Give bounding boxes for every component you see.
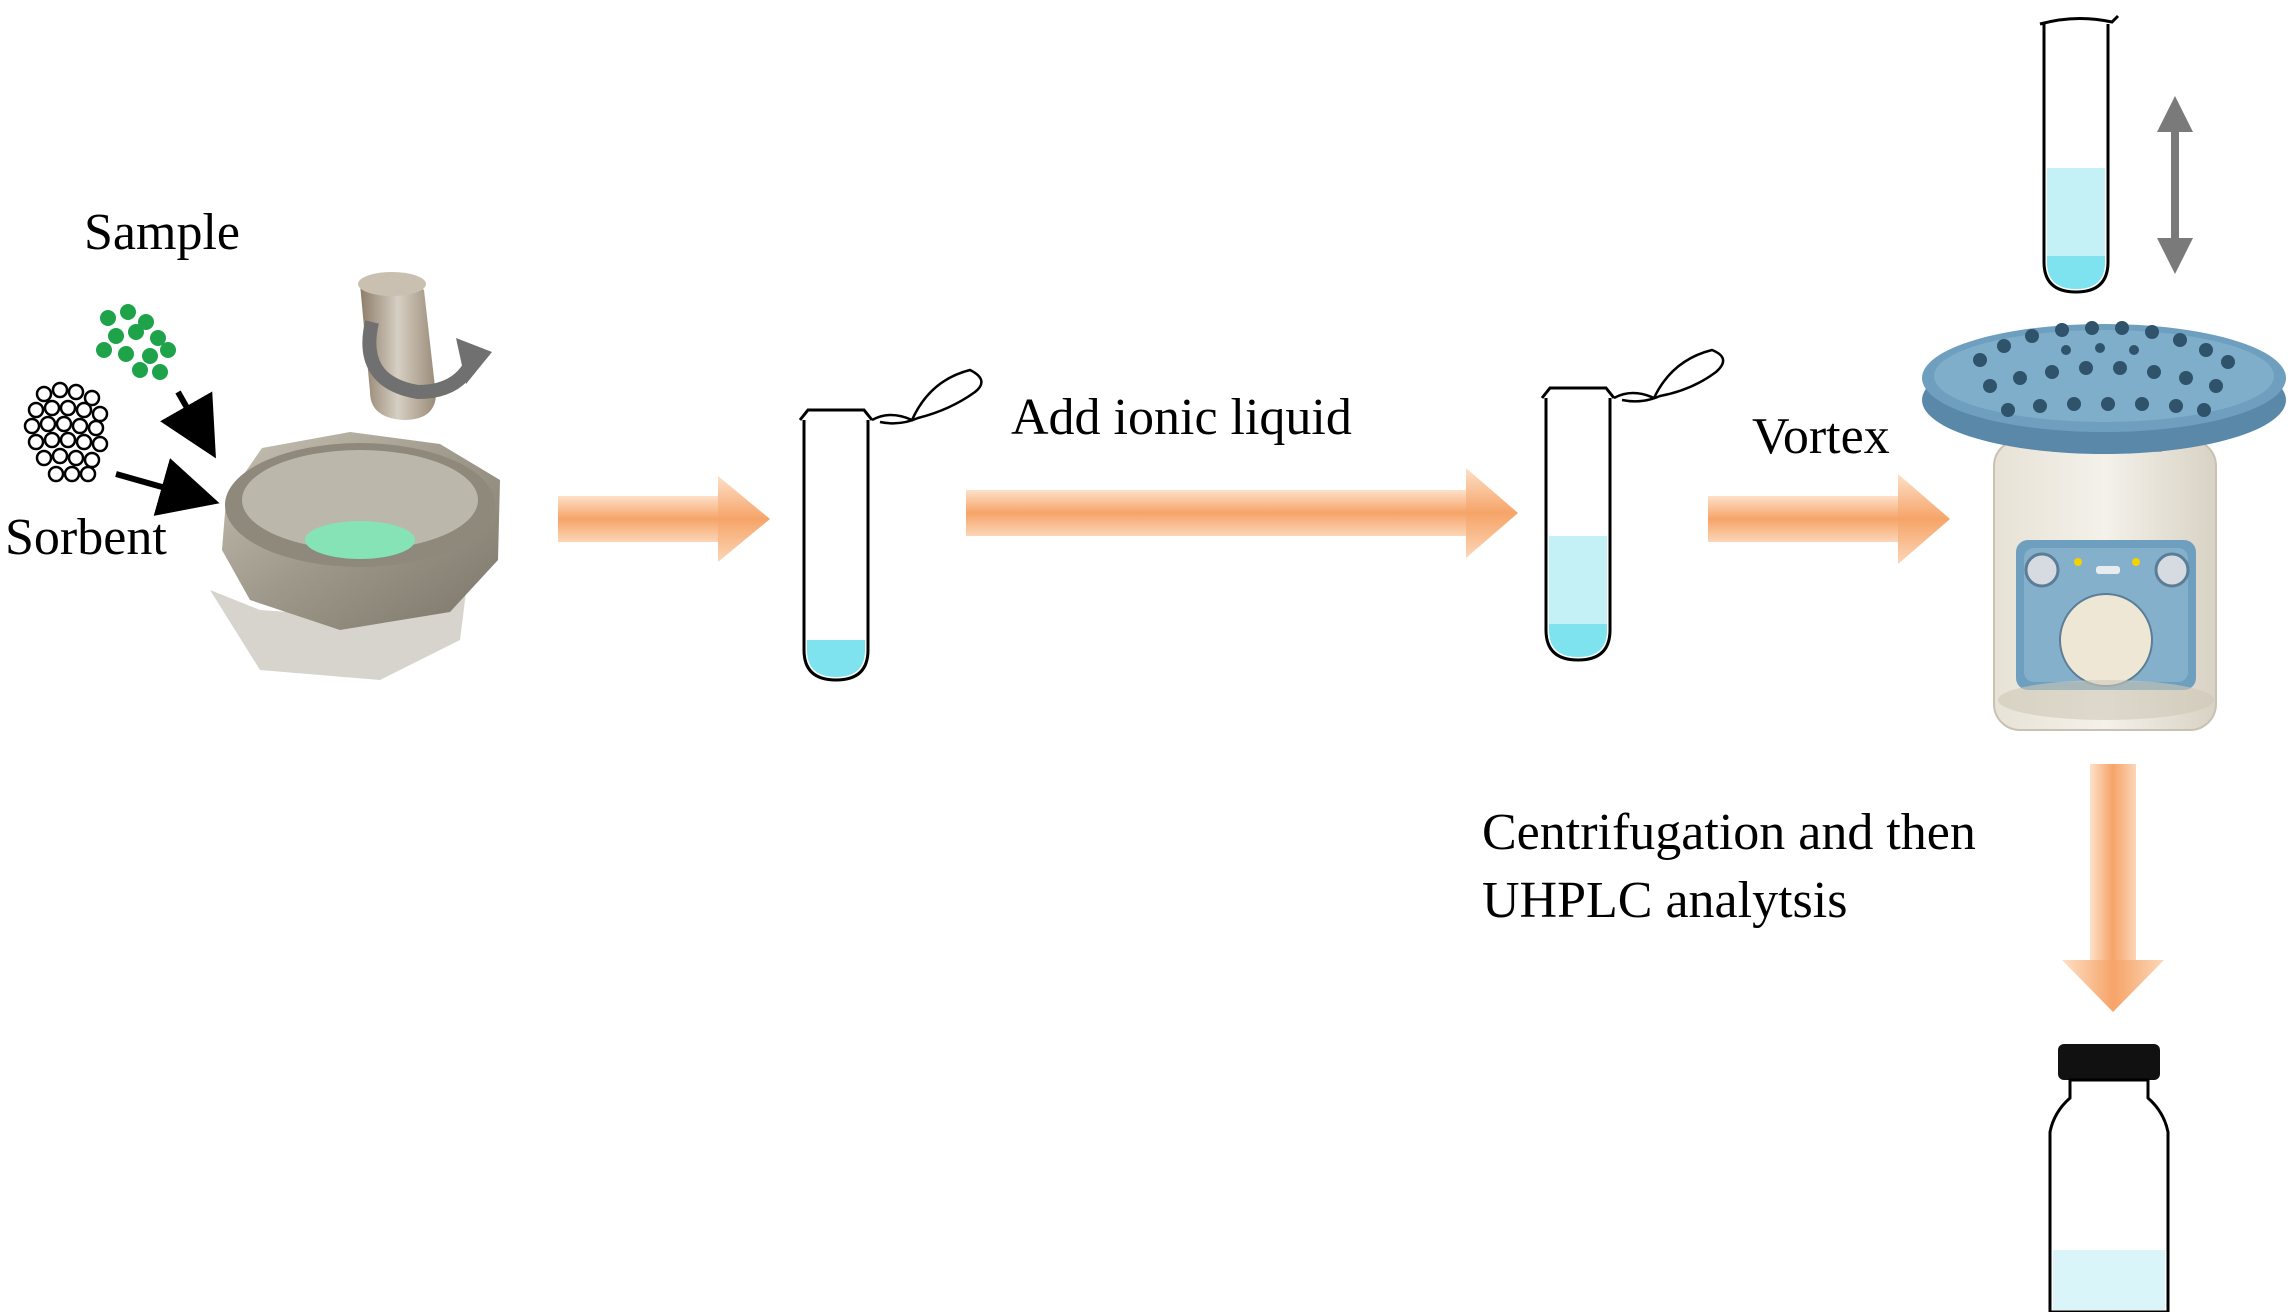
rotation-arrow-icon xyxy=(362,320,492,400)
empty-tube-icon xyxy=(798,368,983,682)
vial-icon xyxy=(2048,1044,2170,1312)
centrifugation-label-line1: Centrifugation and then xyxy=(1482,804,1976,861)
sorbent-to-mortar-arrow xyxy=(115,458,220,516)
process-arrow-3 xyxy=(1708,474,1950,564)
pestle-icon xyxy=(358,272,436,420)
process-arrow-2 xyxy=(966,468,1518,558)
sorbent-particles-icon xyxy=(23,381,109,483)
vortex-label: Vortex xyxy=(1752,408,1890,465)
vortex-mixer-icon xyxy=(1922,321,2286,731)
shaking-tube-icon xyxy=(2039,14,2120,294)
sample-label: Sample xyxy=(84,204,240,261)
double-arrow-icon xyxy=(2157,96,2193,274)
process-arrow-1 xyxy=(558,476,770,562)
filled-tube-icon xyxy=(1540,348,1725,662)
centrifugation-label-line2: UHPLC analytsis xyxy=(1482,872,1848,929)
sorbent-label: Sorbent xyxy=(5,509,167,566)
add-ionic-liquid-label: Add ionic liquid xyxy=(1011,389,1352,446)
sample-to-mortar-arrow xyxy=(160,390,216,459)
process-arrow-4 xyxy=(2062,764,2164,1012)
sample-particles-icon xyxy=(96,304,176,380)
mortar-icon xyxy=(210,432,500,680)
